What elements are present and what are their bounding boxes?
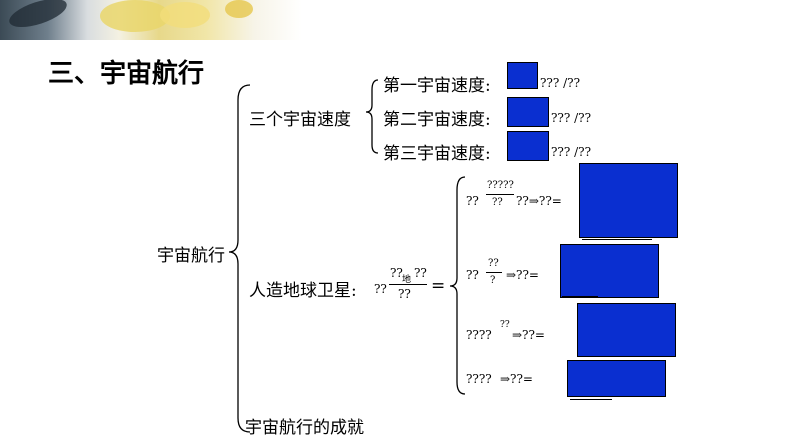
sub-row-result: ⇒??=	[500, 372, 533, 386]
answer-box	[507, 97, 549, 127]
second-speed-unit: ??? /??	[551, 111, 591, 125]
second-cosmic-speed-label: 第二宇宙速度:	[383, 105, 491, 130]
sub-row-numerator: ?????	[487, 180, 514, 191]
speeds-branch-label: 三个宇宙速度	[249, 105, 351, 130]
satellite-branch-label: 人造地球卫星:	[249, 276, 357, 301]
sub-row-lhs: ??	[466, 268, 479, 282]
third-cosmic-speed-label: 第三宇宙速度:	[383, 139, 491, 164]
equals-sign: =	[431, 276, 445, 296]
fraction-bar	[486, 272, 502, 273]
answer-underline	[582, 239, 652, 240]
answer-box	[577, 303, 676, 357]
answer-box	[507, 131, 549, 161]
sub-row-numerator: ??	[488, 258, 499, 269]
satellite-formula-numerator-right: ??	[414, 266, 427, 280]
answer-box	[567, 360, 666, 397]
sub-row-exponent: ??	[500, 320, 510, 330]
fraction-bar	[486, 194, 514, 195]
first-speed-unit: ??? /??	[540, 76, 580, 90]
sub-row-result: ⇒??=	[512, 328, 545, 342]
sub-row-result: ⇒??=	[506, 268, 539, 282]
sub-row-lhs: ????	[466, 372, 492, 386]
satellite-formula-denominator: ??	[398, 287, 411, 301]
fraction-bar	[389, 284, 427, 285]
answer-box	[507, 62, 538, 89]
answer-underline	[580, 356, 624, 357]
root-label: 宇宙航行	[157, 241, 225, 266]
satellite-formula-numerator: ??	[390, 266, 403, 280]
satellite-formula-head: ??	[374, 282, 387, 296]
sub-row-denominator: ?	[490, 275, 495, 286]
sub-row-denominator: ??	[492, 197, 503, 208]
answer-box	[579, 163, 678, 238]
sub-row-lhs: ????	[466, 328, 492, 342]
sub-row-lhs: ??	[466, 194, 479, 208]
answer-underline	[562, 296, 598, 297]
first-cosmic-speed-label: 第一宇宙速度:	[383, 71, 491, 96]
answer-underline	[570, 399, 612, 400]
answer-box	[560, 244, 659, 298]
sub-row-result: ??⇒??=	[516, 194, 562, 208]
achievements-branch-label: 宇宙航行的成就	[245, 413, 364, 438]
third-speed-unit: ??? /??	[551, 145, 591, 159]
